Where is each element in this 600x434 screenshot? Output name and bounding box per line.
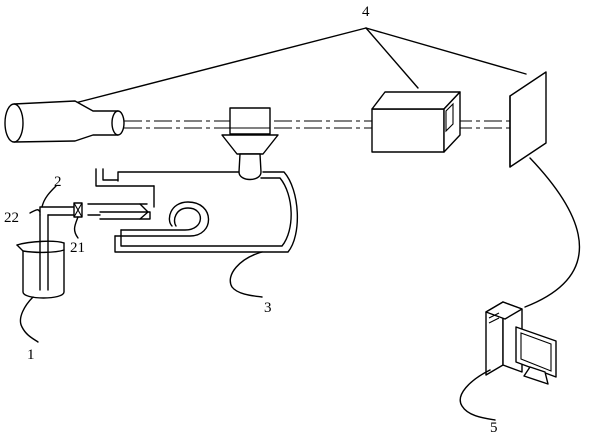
label-1: 1: [27, 347, 35, 363]
label-3: 3: [264, 300, 272, 316]
box-camera-icon: [371, 91, 461, 153]
leader-5: [459, 369, 496, 421]
label-5: 5: [490, 420, 498, 434]
label-4: 4: [362, 4, 370, 20]
test-vessel: [87, 168, 298, 253]
data-cable: [524, 157, 581, 308]
funnel-icon: [221, 107, 279, 181]
screen-panel-icon: [509, 71, 547, 168]
label-2: 2: [54, 174, 62, 190]
leader-2: [41, 185, 57, 208]
computer-icon: [485, 301, 557, 385]
camera-icon: [4, 100, 125, 143]
valve-icon: [73, 202, 83, 218]
beaker-icon: [16, 240, 65, 299]
leader-1: [19, 296, 39, 343]
inlet-pipe: [39, 206, 75, 291]
leader-3: [229, 251, 263, 298]
camera-leader-lines: [74, 27, 527, 104]
label-21: 21: [70, 240, 85, 256]
leader-21: [73, 216, 79, 239]
leader-22: [29, 209, 41, 214]
label-22: 22: [4, 210, 19, 226]
